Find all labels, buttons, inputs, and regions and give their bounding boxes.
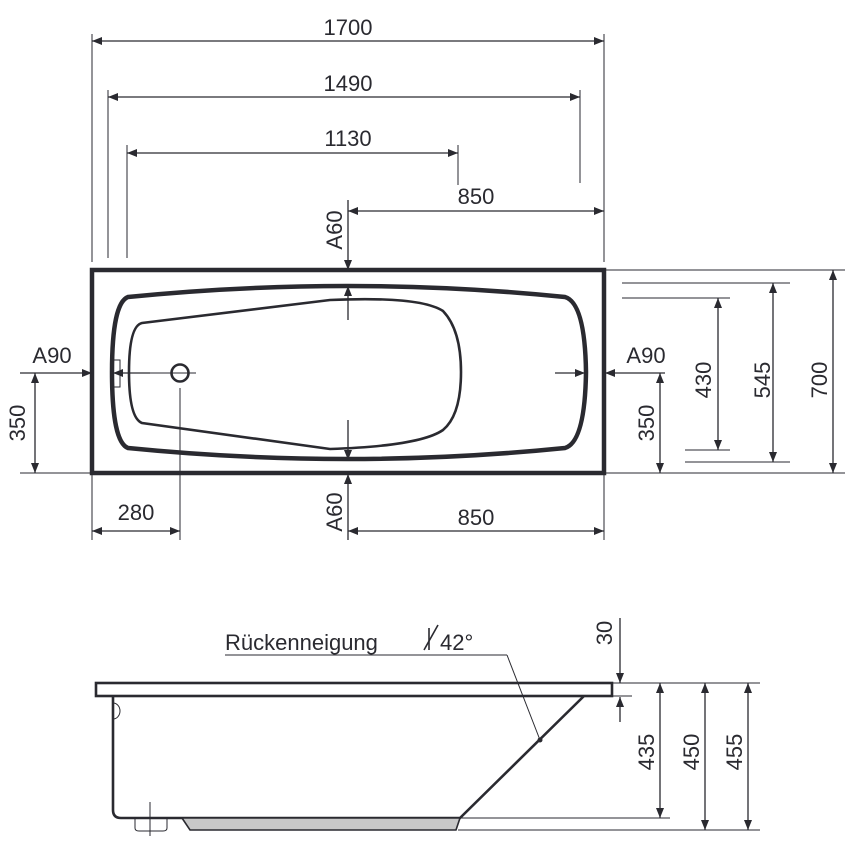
dimension-label-1130: 1130 <box>324 126 371 151</box>
backrest-slope-label: Rückenneigung <box>225 630 378 655</box>
drain-side-icon <box>134 818 168 832</box>
tub-rim-inner-contour <box>109 283 589 462</box>
dimension-label-30: 30 <box>592 621 617 645</box>
dimension-label-1700: 1700 <box>324 15 373 40</box>
angle-icon <box>423 624 439 651</box>
dimension-label-350-left: 350 <box>5 405 30 442</box>
a60-bottom-label: A60 <box>322 492 347 531</box>
side-view: Rückenneigung 42° 30 435 450 455 <box>94 618 760 836</box>
a90-right-label: A90 <box>626 343 665 368</box>
tub-foot <box>180 817 462 831</box>
a60-top-label: A60 <box>322 210 347 249</box>
dimension-label-350-right: 350 <box>634 405 659 442</box>
dimension-label-545: 545 <box>750 362 775 399</box>
tub-bottom-contour <box>127 297 463 451</box>
tub-body-profile <box>111 695 585 820</box>
top-view: 1700 1490 1130 850 A60 A60 A90 A90 350 <box>5 15 845 540</box>
dimension-label-280: 280 <box>118 500 155 525</box>
overflow-side-icon <box>112 702 121 720</box>
backrest-angle-value: 42° <box>440 630 473 655</box>
dimension-label-435: 435 <box>634 734 659 771</box>
dimension-label-850-bottom: 850 <box>458 505 495 530</box>
dimension-label-450: 450 <box>679 734 704 771</box>
dimension-label-1490: 1490 <box>324 71 373 96</box>
a90-left-label: A90 <box>32 343 71 368</box>
dimension-label-430: 430 <box>691 362 716 399</box>
dimension-label-850-top: 850 <box>458 184 495 209</box>
tub-rim <box>94 681 614 698</box>
dimension-label-455: 455 <box>722 734 747 771</box>
dimension-label-700: 700 <box>807 362 832 399</box>
